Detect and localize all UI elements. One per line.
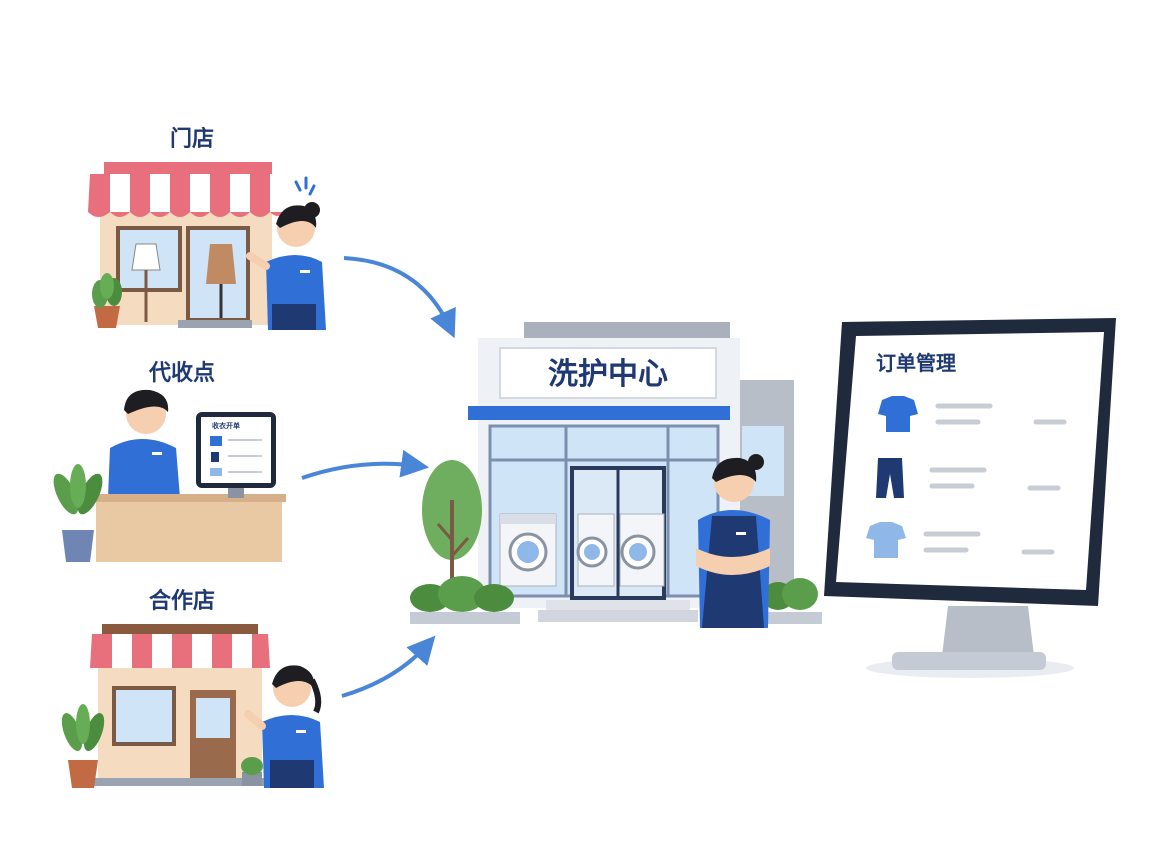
collection-point-group: 代收点 收衣开单 [53,360,286,562]
potted-plant-icon [61,704,105,788]
kiosk-terminal: 收衣开单 [196,412,276,498]
storefront-label: 门店 [170,126,214,152]
washing-machine-icon [576,513,615,587]
counter-desk [96,498,282,562]
partner-store-awning [90,634,270,668]
mannequin-brown-icon [206,244,236,284]
center-sign-text: 洗护中心 [548,357,668,392]
partner-store-group: 合作店 [61,588,324,788]
pants-icon [876,458,904,498]
staff-woman-icon [246,176,326,330]
staff-apron-woman-icon [696,454,770,628]
monitor-title: 订单管理 [876,351,956,375]
shirt-icon [878,396,918,432]
wave-marks-icon [294,176,316,196]
staff-man-icon [108,389,180,498]
potted-plant-icon [53,464,103,562]
storefront-awning-top [104,162,272,174]
center-blue-band [468,406,730,420]
storefront-group: 门店 [88,126,326,330]
arrow-partner-to-center [341,635,436,698]
center-sign-board [499,347,717,399]
partner-store-window [112,686,176,746]
shirt-mini-icon [210,436,222,446]
storefront-awning [88,174,284,217]
staff-woman-icon [244,665,324,788]
pants-mini-icon [211,452,219,462]
order-management-monitor: 订单管理 [824,318,1116,678]
kiosk-screen-title: 收衣开单 [212,421,240,430]
tshirt-icon [866,522,906,558]
partner-store-label: 合作店 [149,588,215,614]
washing-machine-icon [619,513,665,587]
small-shrub-icon [241,757,263,786]
arrow-storefront-to-center [343,256,456,339]
arrow-collection-to-center [301,449,430,480]
collection-point-label: 代收点 [148,360,215,386]
washing-machine-icon [499,513,557,587]
tree-icon [422,460,482,590]
potted-plant-icon [92,273,122,328]
tshirt-mini-icon [210,468,222,476]
bushes-icon [410,576,818,612]
mannequin-white-icon [131,243,161,271]
